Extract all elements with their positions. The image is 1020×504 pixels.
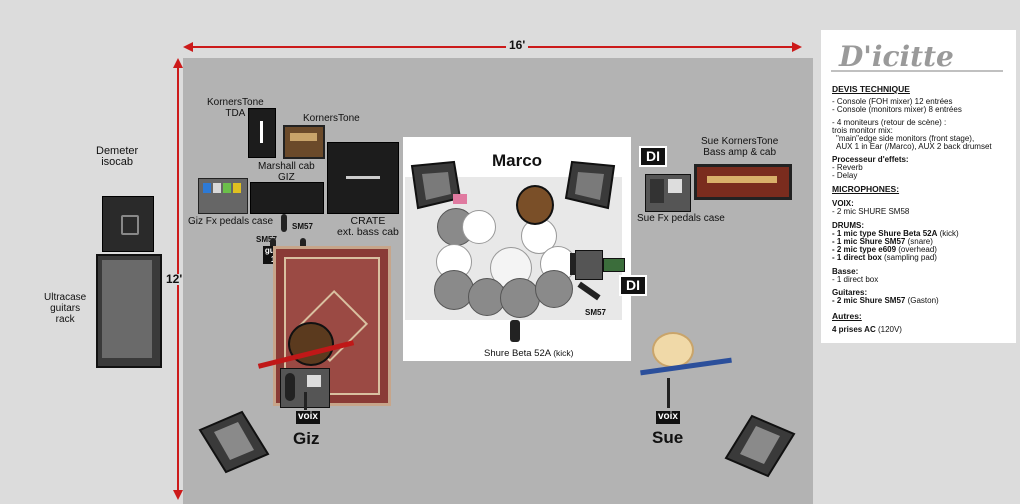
di-box-top: DI (639, 146, 667, 167)
spec-console-foh: - Console (FOH mixer) 12 entrées (832, 97, 953, 106)
giz-name: Giz (293, 429, 320, 448)
sm57-mic-icon (281, 214, 287, 232)
ultracase-label: Ultracase guitars rack (44, 292, 87, 325)
ultracase-guitar-rack (96, 254, 162, 368)
sampling-pad (575, 250, 603, 280)
spec-autres-1: 4 prises AC (120V) (832, 325, 902, 334)
spec-moniteurs-mix: trois monitor mix: (832, 126, 893, 135)
sue-performer (652, 332, 694, 368)
tech-spec-panel: D'icitte DEVIS TECHNIQUE - Console (FOH … (821, 30, 1016, 343)
front-monitor-left (198, 410, 270, 474)
spec-console-mon: - Console (monitors mixer) 8 entrées (832, 105, 962, 114)
splash-cymbal (535, 270, 573, 308)
spec-reverb: - Reverb (832, 163, 863, 172)
sm57-drums-label: SM57 (585, 308, 606, 317)
voix-giz-tag: voix (296, 411, 320, 424)
spec-moniteurs: - 4 moniteurs (retour de scène) : (832, 118, 947, 127)
spec-moniteurs-main: "main"edge side monitors (front stage), (836, 134, 975, 143)
dicitte-logo: D'icitte (831, 40, 1003, 78)
height-label: 12' (166, 272, 183, 286)
crate-label: CRATE ext. bass cab (337, 215, 399, 238)
spec-moniteurs-aux: AUX 1 in Ear (/Marco), AUX 2 back drumse… (836, 142, 992, 151)
giz-mic-stand-icon (304, 392, 307, 410)
sm57-label-b: SM57 (292, 222, 313, 231)
marshall-cab (250, 182, 324, 214)
front-monitor-right (724, 414, 796, 478)
drums-heading: DRUMS: (832, 221, 864, 230)
di-box-drums: DI (619, 275, 647, 296)
width-arrow (183, 42, 802, 52)
drum-monitor-right (564, 160, 616, 210)
kornerstone-tda-label: KornersTone TDA (207, 97, 264, 119)
guitares-heading: Guitares: (832, 288, 868, 297)
sue-kornerstone-label: Sue KornersTone Bass amp & cab (701, 136, 779, 158)
width-label: 16' (506, 39, 529, 51)
pink-pad (453, 194, 467, 204)
spec-basse-1: - 1 direct box (832, 275, 879, 284)
marco-name: Marco (492, 151, 543, 170)
marco-performer (516, 185, 554, 225)
drum-monitor-left (410, 160, 462, 210)
spec-drums-3: - 2 mic type e609 (overhead) (832, 245, 937, 254)
sue-mic-stand-icon (667, 378, 670, 408)
giz-pedals-label: Giz Fx pedals case (188, 216, 274, 227)
giz-rug (273, 246, 391, 406)
marshall-label: Marshall cab GIZ (258, 161, 315, 183)
spec-drums-4: - 1 direct box (sampling pad) (832, 253, 937, 262)
sue-pedals-label: Sue Fx pedals case (637, 213, 725, 224)
sue-pedals-case (645, 174, 691, 212)
crate-bass-cab (327, 142, 399, 214)
spec-voix-1: - 2 mic SHURE SM58 (832, 207, 910, 216)
giz-pedals-case (198, 178, 248, 214)
spec-proc-heading: Processeur d'effets: (832, 155, 909, 164)
autres-heading: Autres: (832, 311, 862, 321)
kornerstone-tnp-amp (283, 125, 325, 159)
logo-text: D'icitte (839, 40, 954, 73)
china-cymbal (500, 278, 540, 318)
demeter-label: Demeter isocab (96, 145, 139, 168)
sm57-label-a: SM57 (256, 235, 277, 244)
hihat-cymbal (434, 270, 474, 310)
beta52-label: Shure Beta 52A (kick) (484, 348, 574, 359)
rack-tom-1 (462, 210, 496, 244)
voix-sue-tag: voix (656, 411, 680, 424)
basse-heading: Basse: (832, 267, 859, 276)
handle-icon (121, 215, 139, 235)
spec-guitares-1: - 2 mic Shure SM57 (Gaston) (832, 296, 939, 305)
ride-cymbal (468, 278, 506, 316)
spec-delay: - Delay (832, 171, 858, 180)
drum-mic-icon (570, 253, 576, 275)
demeter-isocab (102, 196, 154, 252)
kornerstone-tda-amp (248, 108, 276, 158)
spec-drums-1: - 1 mic type Shure Beta 52A (kick) (832, 229, 959, 238)
spec-drums-2: - 1 mic Shure SM57 (snare) (832, 237, 933, 246)
mics-heading: MICROPHONES: (832, 184, 900, 194)
sue-bass-amp (694, 164, 792, 200)
sampling-pad-module (603, 258, 625, 272)
voix-heading: VOIX: (832, 199, 854, 208)
devis-heading: DEVIS TECHNIQUE (832, 84, 910, 94)
kick-mic-icon (510, 320, 520, 342)
sue-name: Sue (652, 428, 684, 447)
